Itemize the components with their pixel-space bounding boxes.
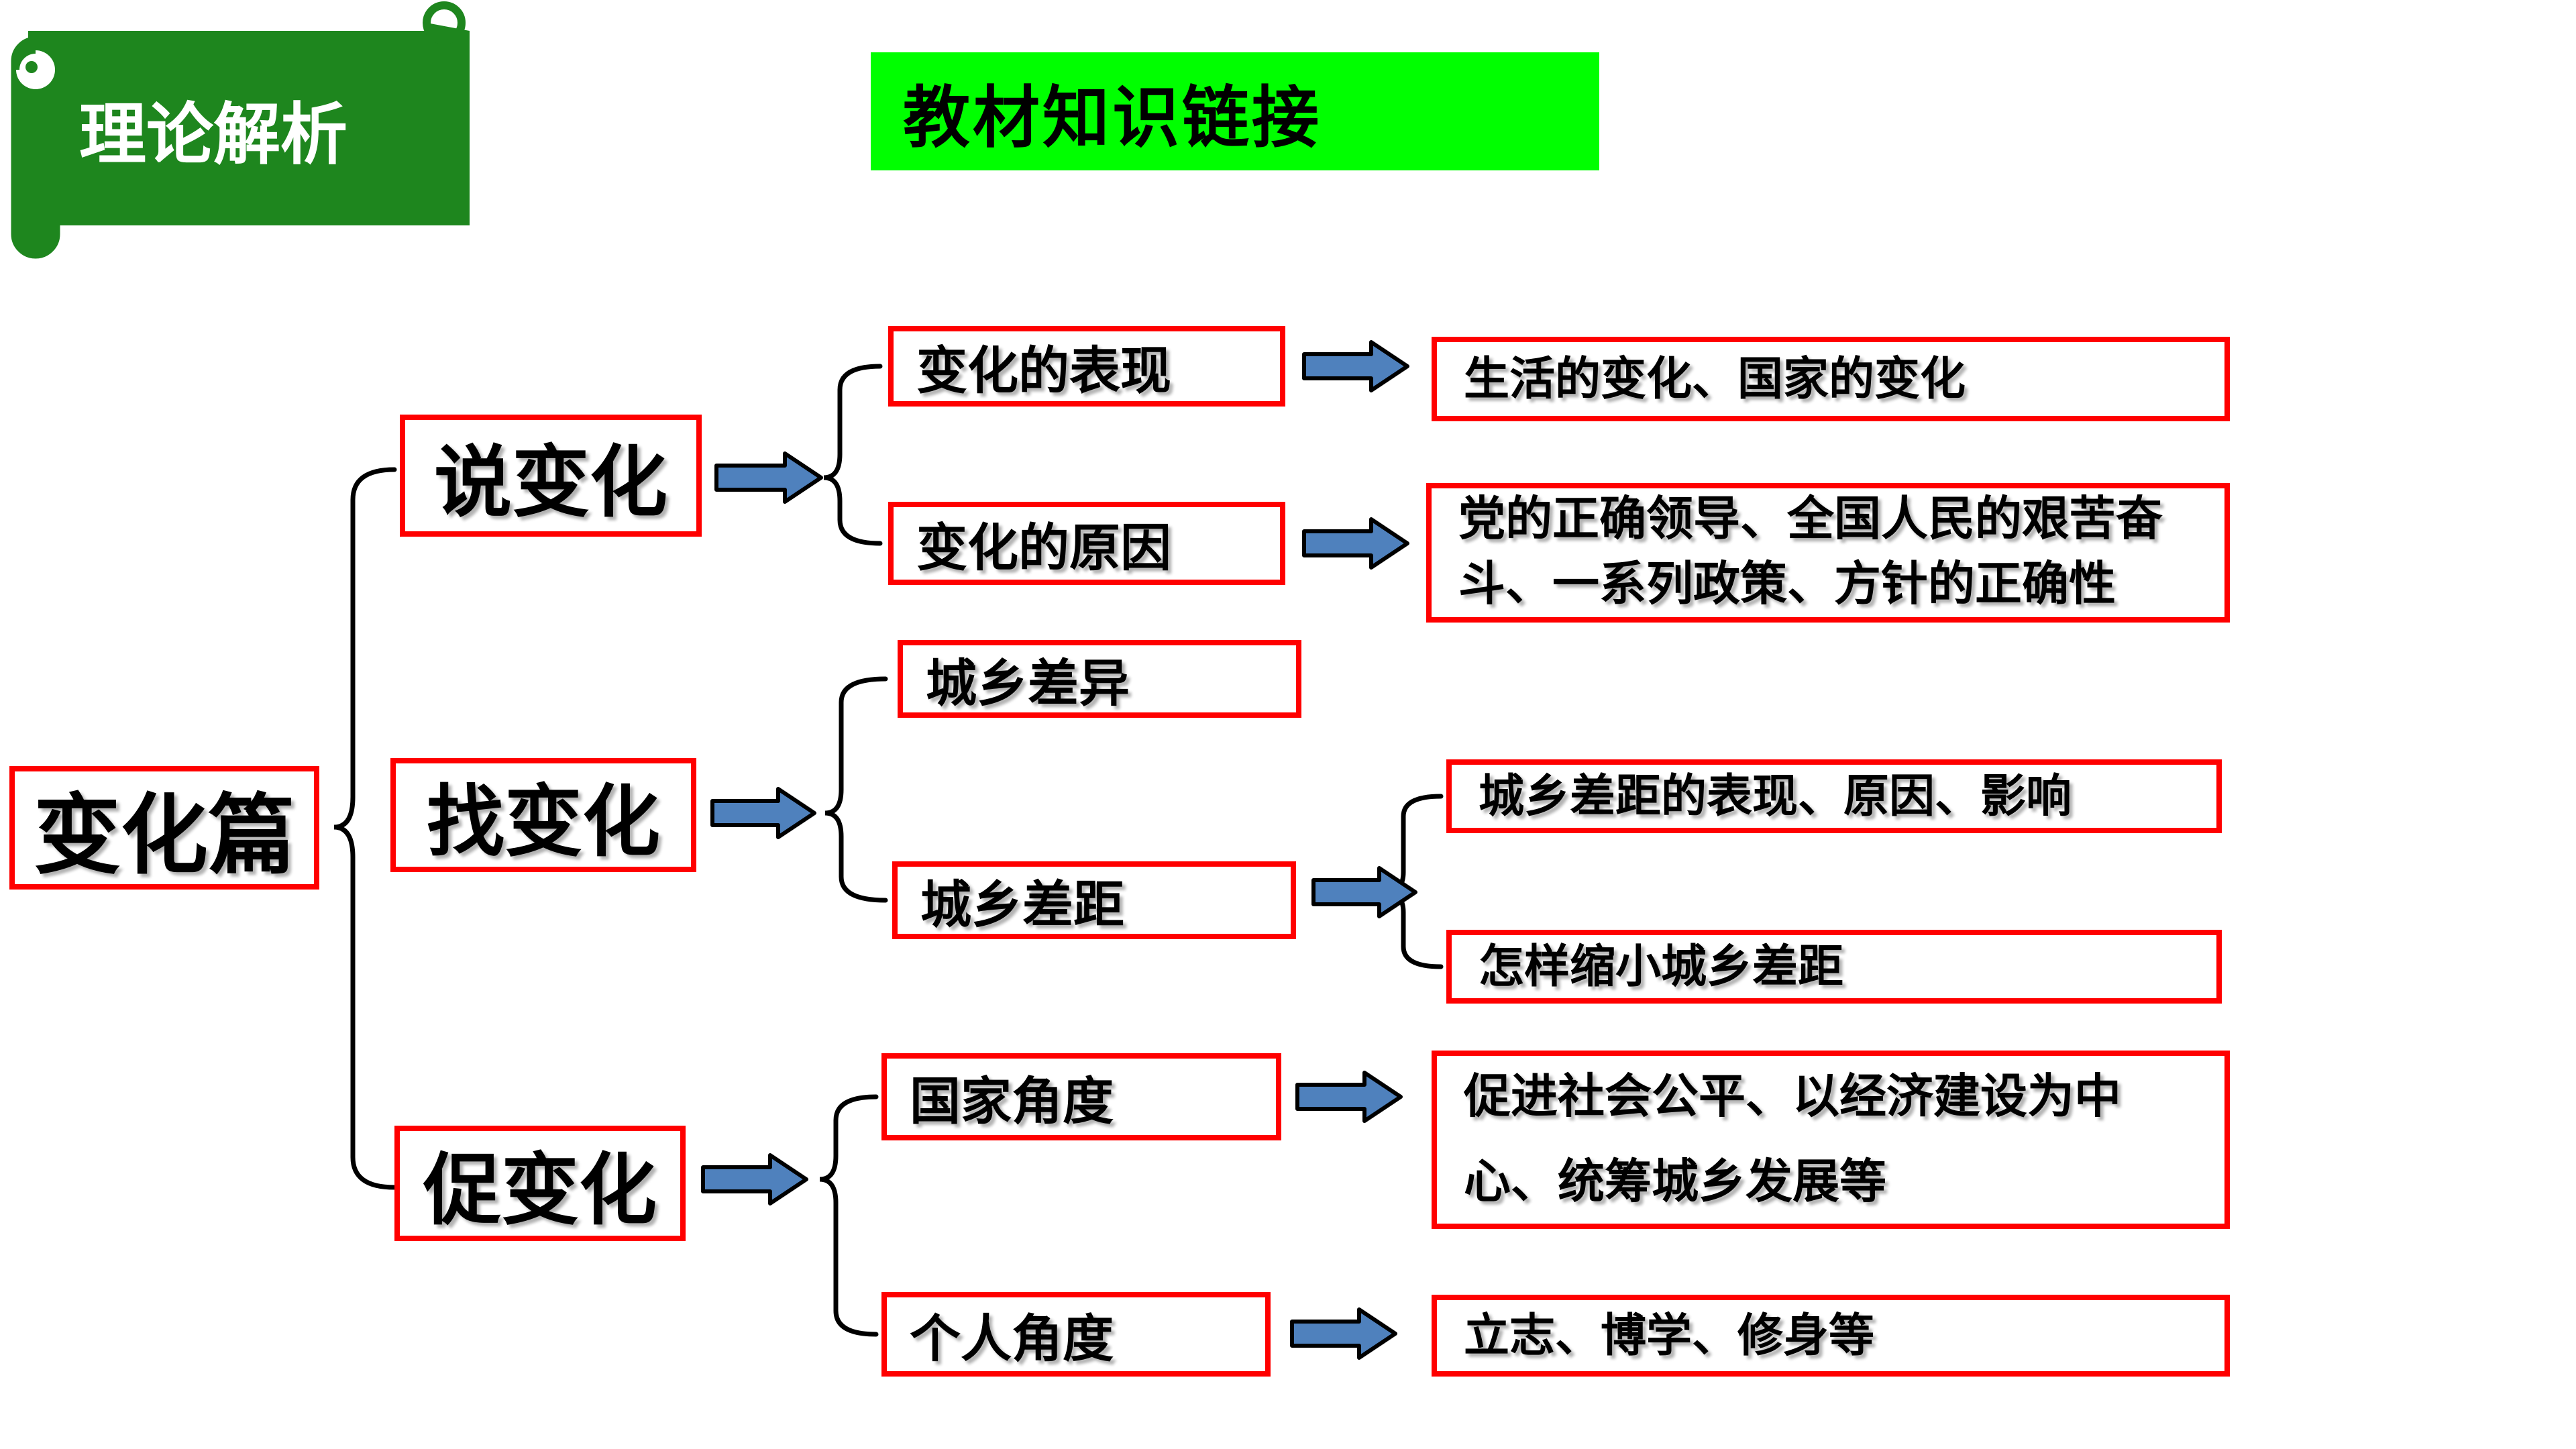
detail-lizhi: 立志、博学、修身等 — [1432, 1295, 2230, 1377]
detail-shenghuo: 生活的变化、国家的变化 — [1432, 337, 2230, 421]
arrow-geren — [1290, 1307, 1397, 1360]
arrow-cu — [701, 1153, 808, 1205]
brace-root — [333, 467, 397, 1190]
arrow-guojia — [1295, 1071, 1403, 1123]
detail-gongping: 促进社会公平、以经济建设为中心、统筹城乡发展等 — [1432, 1051, 2230, 1229]
node-branch-cu: 促变化 — [394, 1126, 686, 1241]
arrow-chaju — [1311, 866, 1417, 918]
node-guojia: 国家角度 — [881, 1053, 1281, 1140]
brace-shuo — [823, 364, 883, 546]
detail-dang: 党的正确领导、全国人民的艰苦奋斗、一系列政策、方针的正确性 — [1426, 483, 2230, 623]
node-branch-shuo: 说变化 — [400, 415, 702, 537]
banner-title: 理论解析 — [79, 97, 347, 172]
arrow-shuo — [714, 451, 823, 504]
banner: 理论解析 — [0, 0, 510, 268]
page-title: 教材知识链接 — [871, 52, 1599, 170]
node-yuanyin: 变化的原因 — [888, 502, 1285, 585]
node-chaju: 城乡差距 — [892, 861, 1296, 939]
banner-scroll-graphic — [7, 1, 470, 262]
node-root: 变化篇 — [9, 766, 319, 890]
node-branch-zhao: 找变化 — [390, 758, 696, 872]
brace-cu — [819, 1094, 879, 1337]
detail-chaju-biaoxian: 城乡差距的表现、原因、影响 — [1446, 759, 2222, 833]
node-chayi: 城乡差异 — [898, 640, 1301, 718]
detail-suoxiao: 怎样缩小城乡差距 — [1446, 930, 2222, 1004]
arrow-zhao — [710, 787, 816, 839]
node-biaoxian: 变化的表现 — [888, 326, 1285, 407]
node-geren: 个人角度 — [881, 1292, 1271, 1377]
arrow-biaoxian — [1302, 340, 1409, 392]
brace-zhao — [824, 676, 888, 903]
arrow-yuanyin — [1302, 517, 1409, 570]
